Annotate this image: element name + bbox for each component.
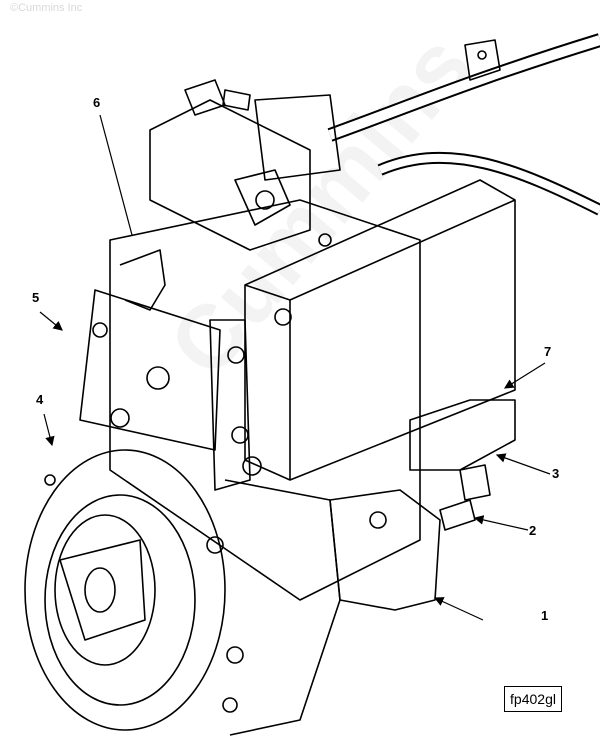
copyright-text: ©Cummins Inc: [10, 2, 83, 14]
pump-housing: [79, 199, 421, 601]
drive-flange: [24, 449, 341, 736]
callout-leaders: [39, 114, 551, 621]
callout-3: 3: [552, 466, 560, 481]
figure-id-label: fp402gl: [504, 686, 562, 712]
callout-7: 7: [544, 344, 552, 359]
callout-4: 4: [36, 392, 44, 407]
wire-harness: [327, 33, 600, 216]
fuel-shutoff-valve: [149, 79, 341, 251]
callout-6: 6: [93, 95, 101, 110]
lower-housing: [329, 399, 516, 611]
callout-1: 1: [541, 608, 549, 623]
callout-5: 5: [32, 290, 40, 305]
actuator-module: [244, 179, 516, 481]
callout-2: 2: [529, 523, 537, 538]
